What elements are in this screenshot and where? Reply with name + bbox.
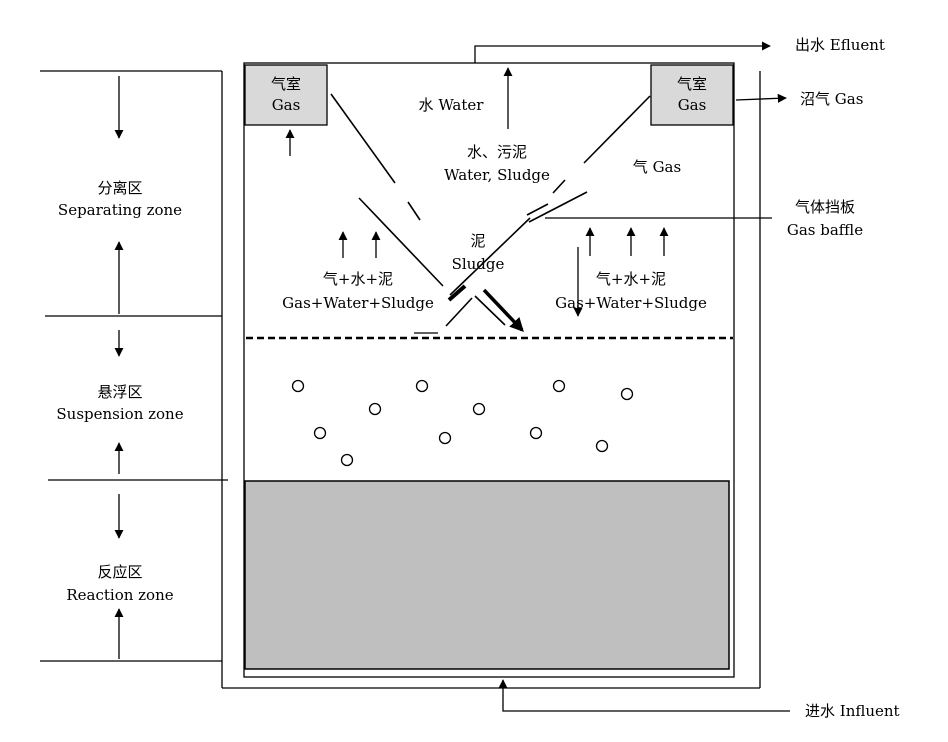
- zone-separating-en: Separating zone: [58, 201, 182, 219]
- reactor-walls: [221, 62, 761, 689]
- inner-vessel: [243, 62, 735, 678]
- mix-right-label-cn: 气+水+泥: [596, 270, 666, 288]
- bubble: [291, 379, 305, 393]
- suspension-bubbles: [291, 379, 634, 467]
- mix-left-label-en: Gas+Water+Sludge: [282, 294, 434, 312]
- bubble: [438, 431, 452, 445]
- sludge-label-en: Sludge: [452, 255, 505, 273]
- baffle-inner-right: [449, 217, 531, 296]
- bubble: [595, 439, 609, 453]
- biogas-label: 沼气 Gas: [800, 90, 863, 108]
- zone-reaction-en: Reaction zone: [66, 586, 173, 604]
- mix-left-label-cn: 气+水+泥: [323, 270, 393, 288]
- gas-chamber-right: [650, 64, 734, 126]
- gas-deflector-right: [474, 295, 506, 326]
- gas-baffle-label-cn: 气体挡板: [795, 198, 855, 216]
- sludge-return-arrow: [482, 288, 524, 333]
- baffle-lower-left: [358, 197, 444, 287]
- influent-pipe-arrow: [498, 679, 790, 712]
- zone-reaction-cn: 反应区: [97, 563, 142, 581]
- sludge-return-slot: [447, 284, 467, 302]
- bubble: [368, 402, 382, 416]
- effluent-label: 出水 Efluent: [795, 36, 885, 54]
- zone-separating-cn: 分离区: [97, 179, 142, 197]
- water-label: 水 Water: [419, 96, 485, 114]
- sludge-label-cn: 泥: [470, 232, 485, 250]
- baffle-lower-right: [528, 191, 588, 223]
- zone-suspension-cn: 悬浮区: [97, 383, 142, 401]
- water-sludge-label-en: Water, Sludge: [444, 166, 550, 184]
- gas-deflector-left: [445, 297, 473, 327]
- three-phase-separator: [330, 93, 651, 327]
- bubble: [415, 379, 429, 393]
- internal-arrows: [285, 67, 669, 317]
- bubble: [472, 402, 486, 416]
- gas-chamber-right-cn: 气室: [677, 75, 707, 93]
- zone-suspension-en: Suspension zone: [56, 405, 183, 423]
- biogas-outlet-arrow: [735, 93, 787, 103]
- gas-chamber-left-en: Gas: [272, 96, 301, 114]
- baffle-upper-right: [583, 95, 651, 164]
- gas-baffle-label-en: Gas baffle: [787, 221, 863, 239]
- effluent-pipe-arrow: [474, 41, 771, 63]
- baffle-lower-right-tip: [526, 203, 549, 216]
- bubble: [313, 426, 327, 440]
- gas-inner-label: 气 Gas: [633, 158, 681, 176]
- gas-chamber-right-en: Gas: [678, 96, 707, 114]
- baffle-upper-left-tip: [407, 201, 421, 221]
- gas-chamber-left: [244, 64, 328, 126]
- baffle-upper-right-tip: [552, 179, 566, 194]
- bubble: [620, 387, 634, 401]
- water-sludge-label-cn: 水、污泥: [467, 143, 527, 161]
- reaction-zone-sludge-bed: [244, 480, 730, 670]
- bubble: [529, 426, 543, 440]
- influent-label: 进水 Influent: [805, 702, 900, 720]
- bubble: [340, 453, 354, 467]
- gas-chamber-left-cn: 气室: [271, 75, 301, 93]
- bubble: [552, 379, 566, 393]
- mix-right-label-en: Gas+Water+Sludge: [555, 294, 707, 312]
- zone-boundaries: [40, 70, 228, 662]
- baffle-upper-left: [330, 93, 396, 184]
